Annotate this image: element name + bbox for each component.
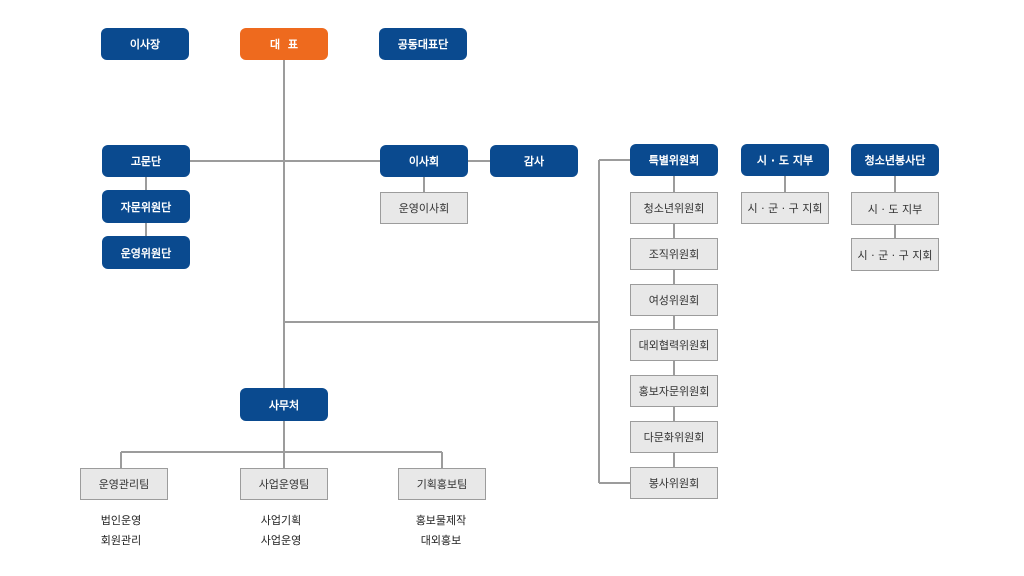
special-item-label: 조직위원회: [648, 248, 700, 261]
special-item-label: 여성위원회: [648, 294, 700, 307]
youth-volunteer-box: 청소년봉사단: [851, 144, 939, 176]
board-box: 이사회: [380, 145, 468, 177]
youth-volunteer-label: 청소년봉사단: [864, 154, 926, 167]
team-duty: 회원관리: [100, 534, 142, 547]
executive-board-box: 운영이사회: [380, 192, 468, 224]
joint-ceo-label: 공동대표단: [397, 38, 449, 51]
team-box: 운영관리팀: [80, 468, 168, 500]
consulting-committee-label: 자문위원단: [120, 200, 172, 214]
local-branch-box: 시 · 군 · 구 지회: [741, 192, 829, 224]
special-item-box: 홍보자문위원회: [630, 375, 718, 407]
special-item-box: 청소년위원회: [630, 192, 718, 224]
team-box: 기획홍보팀: [398, 468, 486, 500]
special-committee-label: 특별위원회: [648, 154, 700, 167]
team-duty: 법인운영: [100, 514, 142, 527]
advisory-group-box: 고문단: [102, 145, 190, 177]
secretariat-box: 사무처: [240, 388, 328, 421]
special-item-box: 여성위원회: [630, 284, 718, 316]
special-item-label: 대외협력위원회: [638, 339, 710, 352]
team-label: 운영관리팀: [98, 478, 150, 491]
team-duty: 대외홍보: [420, 534, 462, 547]
ceo-box: 대 표: [240, 28, 328, 60]
team-duty: 사업운영: [260, 534, 302, 547]
audit-box: 감사: [490, 145, 578, 177]
consulting-committee-box: 자문위원단: [102, 190, 190, 223]
team-duty: 홍보물제작: [415, 514, 467, 527]
youth-regional-branch-label: 시 · 도 지부: [867, 202, 923, 216]
special-item-box: 조직위원회: [630, 238, 718, 270]
team-label: 기획홍보팀: [416, 478, 468, 491]
ceo-label: 대 표: [270, 38, 298, 51]
special-item-label: 홍보자문위원회: [638, 385, 710, 398]
youth-local-branch-label: 시 · 군 · 구 지회: [857, 248, 933, 262]
team-duty: 사업기획: [260, 514, 302, 527]
regional-branch-label: 시 · 도 지부: [756, 154, 814, 167]
youth-local-branch-box: 시 · 군 · 구 지회: [851, 238, 939, 271]
operating-committee-box: 운영위원단: [102, 236, 190, 269]
team-label: 사업운영팀: [258, 478, 310, 491]
special-item-label: 청소년위원회: [643, 202, 705, 215]
secretariat-label: 사무처: [268, 398, 300, 412]
local-branch-label: 시 · 군 · 구 지회: [747, 202, 823, 215]
chairman-label: 이사장: [129, 38, 161, 51]
special-item-box: 대외협력위원회: [630, 329, 718, 361]
youth-regional-branch-box: 시 · 도 지부: [851, 192, 939, 225]
operating-committee-label: 운영위원단: [120, 246, 172, 260]
special-item-label: 다문화위원회: [643, 431, 705, 444]
audit-label: 감사: [523, 155, 545, 168]
special-item-label: 봉사위원회: [648, 477, 700, 490]
executive-board-label: 운영이사회: [398, 202, 450, 215]
special-item-box: 다문화위원회: [630, 421, 718, 453]
special-item-box: 봉사위원회: [630, 467, 718, 499]
advisory-group-label: 고문단: [130, 155, 162, 168]
chairman-box: 이사장: [101, 28, 189, 60]
special-committee-box: 특별위원회: [630, 144, 718, 176]
joint-ceo-box: 공동대표단: [379, 28, 467, 60]
regional-branch-box: 시 · 도 지부: [741, 144, 829, 176]
board-label: 이사회: [408, 155, 440, 168]
team-box: 사업운영팀: [240, 468, 328, 500]
